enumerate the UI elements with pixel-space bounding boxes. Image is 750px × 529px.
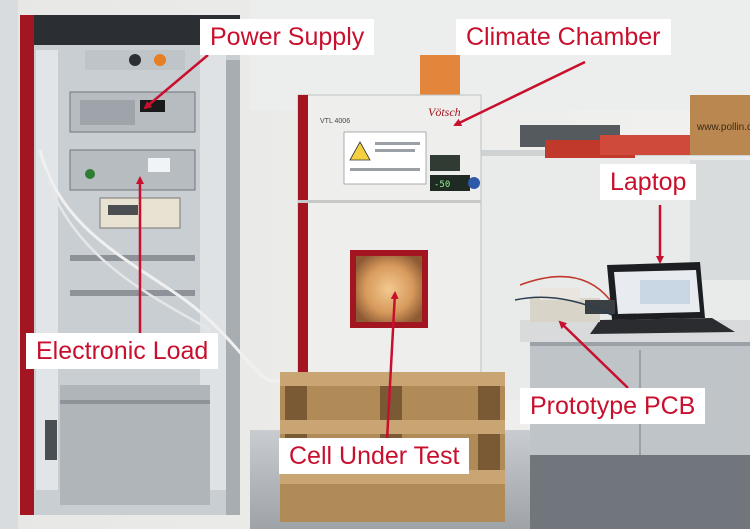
chamber-display-lower	[430, 175, 470, 191]
arrow-cell-under-test	[385, 291, 399, 441]
chamber-display-value: -50	[434, 180, 450, 190]
arrow-climate-chamber	[453, 60, 586, 127]
label-power-supply: Power Supply	[200, 19, 375, 55]
chamber-display-upper	[430, 155, 460, 171]
warning-icon	[349, 141, 371, 161]
chamber-window	[356, 256, 422, 322]
label-prototype-pcb: Prototype PCB	[520, 388, 706, 424]
chamber-red-frame	[298, 95, 308, 375]
cable-white	[38, 149, 281, 383]
cardboard-box-text: www.pollin.de	[696, 122, 750, 133]
rack-red-frame	[20, 15, 34, 515]
label-electronic-load: Electronic Load	[26, 333, 219, 369]
laptop-keyboard	[590, 318, 735, 334]
label-laptop: Laptop	[600, 164, 697, 200]
left-wall	[0, 0, 18, 529]
arrow-prototype-pcb	[558, 320, 629, 389]
cardboard-box	[690, 95, 750, 155]
chamber-brand-logo: Vötsch	[428, 105, 461, 119]
arrow-power-supply	[143, 54, 209, 110]
chamber-model-text: VTL 4006	[320, 118, 350, 125]
upper-wall	[250, 0, 750, 110]
orange-box	[420, 55, 460, 100]
label-climate-chamber: Climate Chamber	[456, 19, 671, 55]
label-cell-under-test: Cell Under Test	[279, 438, 470, 474]
